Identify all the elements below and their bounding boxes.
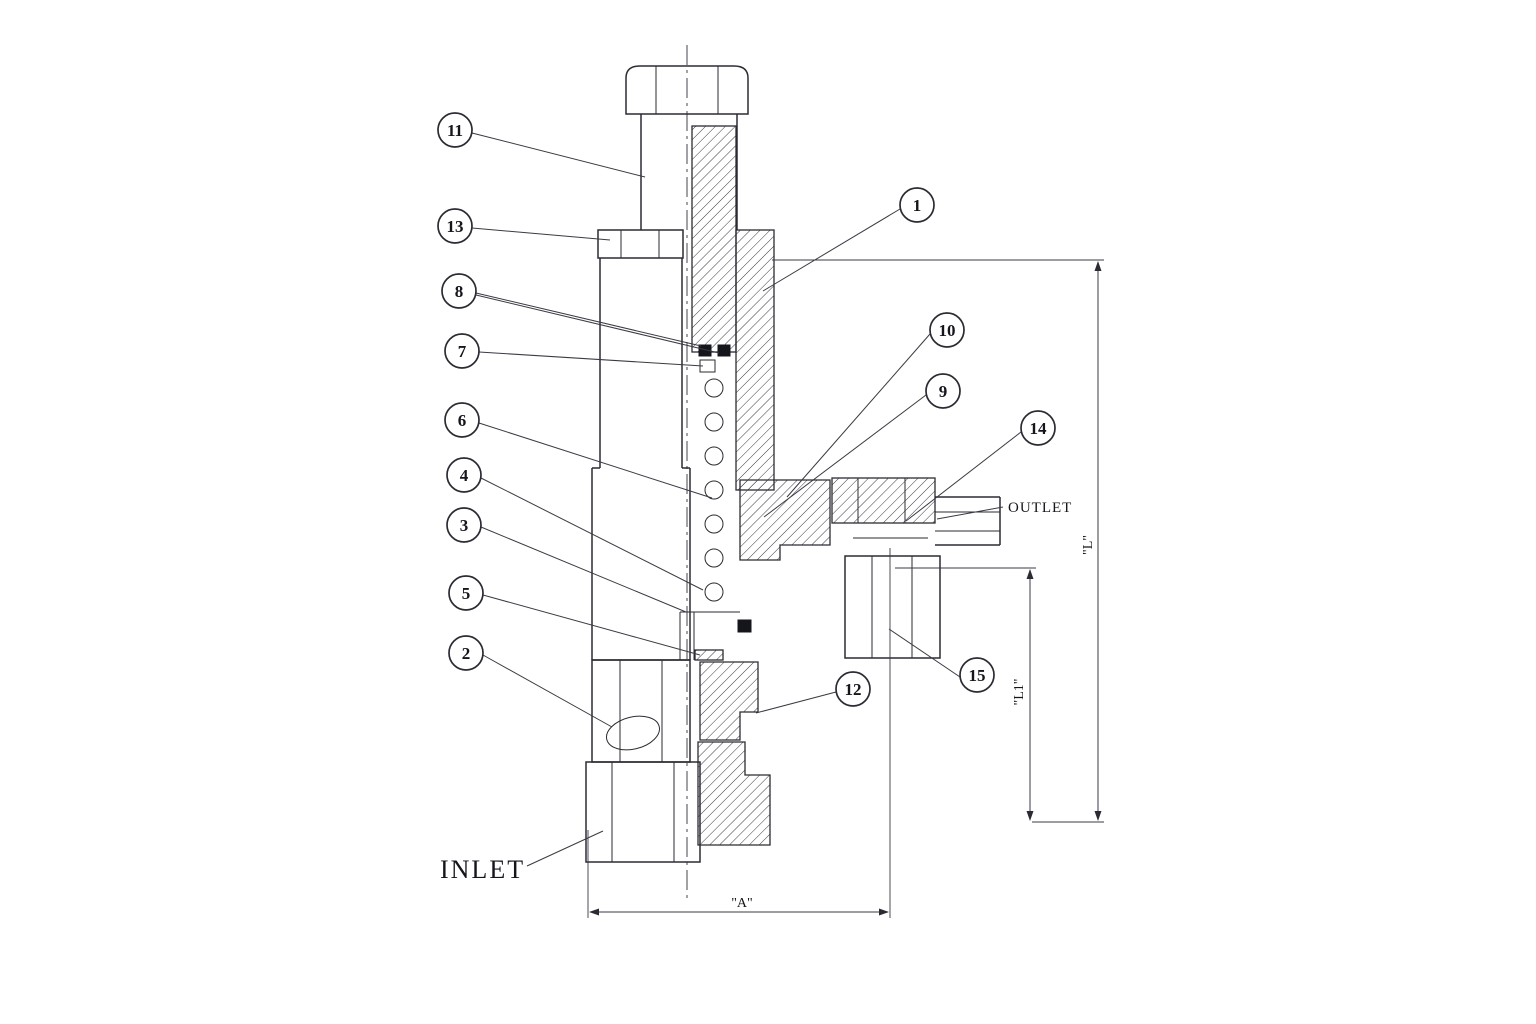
balloon-10: 10 bbox=[929, 312, 965, 348]
balloon-12: 12 bbox=[835, 671, 871, 707]
balloon-8: 8 bbox=[441, 273, 477, 309]
bonnet-section bbox=[735, 229, 775, 491]
dimension-L: "L" bbox=[772, 259, 1104, 823]
o-ring-left bbox=[698, 344, 712, 357]
outlet-nut bbox=[844, 555, 941, 659]
inlet-label: INLET bbox=[440, 855, 525, 884]
dimension-A: "A" bbox=[587, 548, 891, 918]
poppet-seal bbox=[737, 619, 752, 633]
balloon-15-number: 15 bbox=[969, 666, 986, 685]
o-ring-right bbox=[717, 344, 731, 357]
sectioned-regions bbox=[691, 125, 936, 846]
balloon-2: 2 bbox=[448, 635, 484, 671]
balloon-8-number: 8 bbox=[455, 282, 464, 301]
seat-washer-section bbox=[694, 649, 724, 661]
balloon-12-number: 12 bbox=[845, 680, 862, 699]
outlet-hex-section bbox=[831, 477, 936, 524]
balloon-15: 15 bbox=[959, 657, 995, 693]
balloon-11: 11 bbox=[437, 112, 473, 148]
seat-retainer-section bbox=[699, 661, 759, 741]
body-outlet-boss-section bbox=[739, 479, 831, 561]
balloon-9-number: 9 bbox=[939, 382, 948, 401]
spring-coils bbox=[704, 378, 724, 602]
valve-body-outline bbox=[585, 65, 1001, 863]
balloon-5: 5 bbox=[448, 575, 484, 611]
balloon-14: 14 bbox=[1020, 410, 1056, 446]
lower-hex-body bbox=[591, 659, 691, 763]
inlet-nut bbox=[585, 761, 701, 863]
balloon-3: 3 bbox=[446, 507, 482, 543]
balloon-4: 4 bbox=[446, 457, 482, 493]
adjusting-screw-section bbox=[691, 125, 737, 353]
balloon-7-number: 7 bbox=[458, 342, 467, 361]
leader-lines bbox=[471, 132, 1022, 867]
balloon-6: 6 bbox=[444, 402, 480, 438]
balloon-9: 9 bbox=[925, 373, 961, 409]
balloon-2-number: 2 bbox=[462, 644, 471, 663]
balloon-13-number: 13 bbox=[447, 217, 464, 236]
balloon-4-number: 4 bbox=[460, 466, 469, 485]
balloon-14-number: 14 bbox=[1030, 419, 1048, 438]
balloon-1-number: 1 bbox=[913, 196, 922, 215]
top-hex-cap bbox=[625, 65, 749, 115]
outlet-label: OUTLET bbox=[1008, 500, 1072, 516]
balloon-6-number: 6 bbox=[458, 411, 467, 430]
dimension-A-label: "A" bbox=[731, 896, 753, 911]
jam-nut bbox=[597, 229, 684, 259]
balloon-10-number: 10 bbox=[939, 321, 956, 340]
balloon-7: 7 bbox=[444, 333, 480, 369]
gland-ball bbox=[606, 715, 660, 751]
dimension-L1: "L1" bbox=[895, 567, 1036, 821]
balloon-3-number: 3 bbox=[460, 516, 469, 535]
dimension-L-label: "L" bbox=[1081, 535, 1096, 555]
dimension-L1-label: "L1" bbox=[1012, 679, 1027, 706]
balloon-11-number: 11 bbox=[447, 121, 463, 140]
balloon-5-number: 5 bbox=[462, 584, 471, 603]
inlet-gland-section bbox=[697, 741, 771, 846]
balloon-1: 1 bbox=[899, 187, 935, 223]
balloon-13: 13 bbox=[437, 208, 473, 244]
